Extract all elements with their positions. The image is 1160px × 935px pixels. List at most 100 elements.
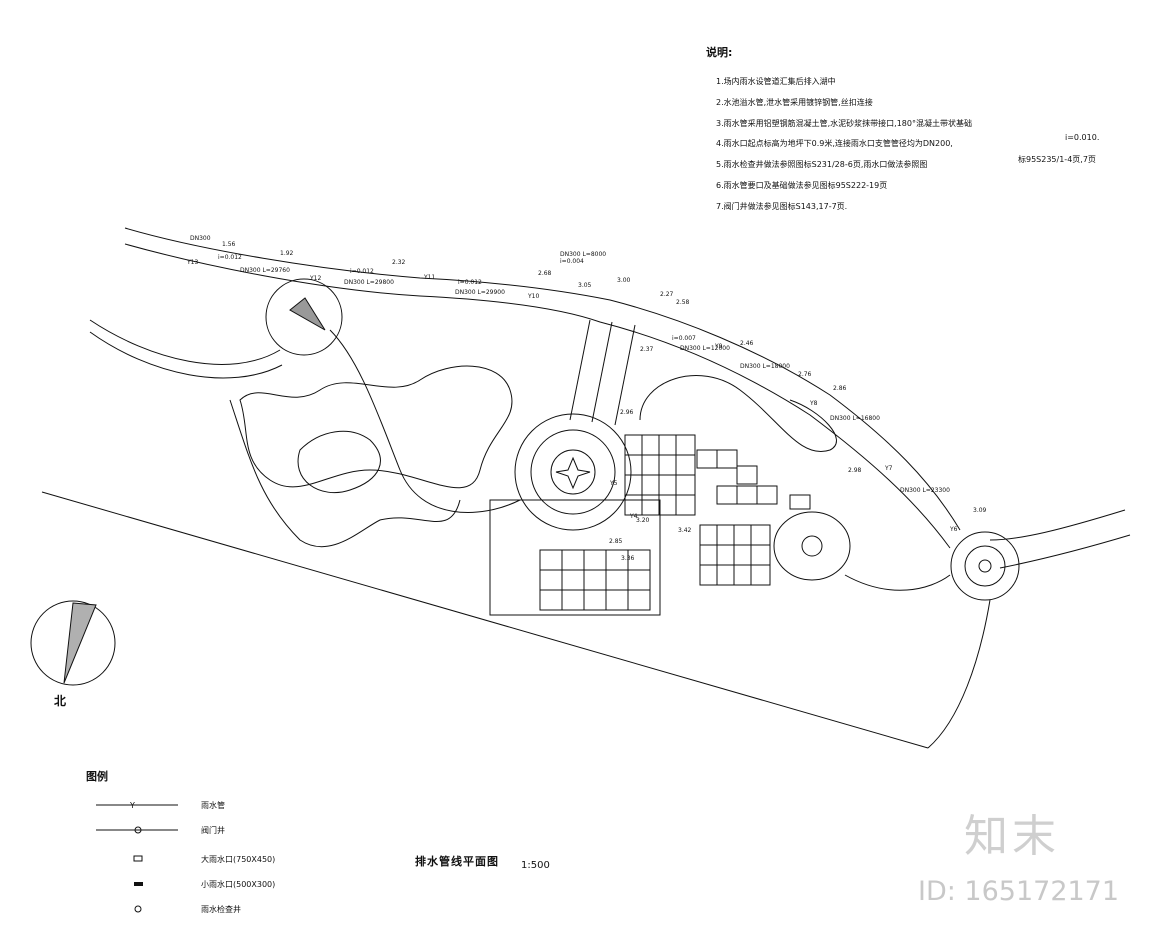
- elev-label: 3.05: [578, 282, 592, 289]
- well-label: Y9: [714, 343, 723, 350]
- legend-label-manhole: 雨水检查井: [201, 905, 241, 914]
- legend-label-large-inlet: 大雨水口(750X450): [201, 855, 276, 864]
- legend-small-inlet: [134, 882, 143, 886]
- well-label: Y10: [527, 293, 539, 300]
- central-plaza-mid: [530, 429, 616, 515]
- legend-large-inlet: [133, 855, 143, 862]
- elev-label: 2.76: [798, 371, 812, 378]
- well-label: Y6: [949, 526, 958, 533]
- well-label: Y4: [629, 513, 638, 520]
- segment-label: DN300 L=23300: [900, 487, 950, 494]
- elev-label: 2.32: [392, 259, 406, 266]
- boardwalk-mid: [591, 321, 613, 423]
- note-item: 1.场内雨水设管道汇集后排入湖中: [716, 77, 836, 86]
- elev-label: 2.98: [848, 467, 862, 474]
- well-label: Y7: [884, 465, 893, 472]
- elev-label: 3.42: [678, 527, 692, 534]
- segment-label: i=0.012: [218, 254, 242, 261]
- note-item: 3.雨水管采用铝塑钢筋混凝土管,水泥砂浆抹带接口,180°混凝土带状基础: [716, 118, 972, 128]
- well-label: Y13: [186, 259, 198, 266]
- elev-label: 2.68: [538, 270, 552, 277]
- elev-label: 3.09: [973, 507, 987, 514]
- well-label: Y5: [609, 480, 618, 487]
- east-plaza: [773, 511, 851, 581]
- segment-label: DN300 L=29900: [455, 289, 505, 296]
- east-fountain: [801, 535, 823, 557]
- notes-title: 说明:: [706, 46, 733, 59]
- legend-valve-symbol: [134, 826, 142, 834]
- planter-block: [736, 465, 758, 485]
- south-grid: [540, 550, 650, 610]
- segment-label: i=0.012: [350, 268, 374, 275]
- planter-block: [756, 485, 778, 505]
- segment-label: DN300 L=29800: [344, 279, 394, 286]
- segment-label: DN300 L=18000: [740, 363, 790, 370]
- path-loop: [229, 399, 461, 548]
- site-boundary: [41, 491, 929, 749]
- segment-label: DN300 L=8000: [560, 251, 606, 258]
- well-label: Y8: [809, 400, 818, 407]
- watermark-id: ID: 165172171: [918, 876, 1120, 907]
- central-plaza-inner: [550, 449, 596, 495]
- road-edge-far: [989, 509, 1126, 541]
- elev-label: 2.86: [833, 385, 847, 392]
- segment-label: i=0.007: [672, 335, 696, 342]
- east-grid: [700, 525, 770, 585]
- note-item: 5.雨水检查井做法参照图标S231/28-6页,雨水口做法参照图: [716, 160, 928, 170]
- elev-label: 2.85: [609, 538, 623, 545]
- elev-label: 2.37: [640, 346, 654, 353]
- slope-note: i=0.010.: [1065, 133, 1100, 142]
- segment-label: DN300 L=29760: [240, 267, 290, 274]
- segment-label: DN300 L=12000: [680, 345, 730, 352]
- elev-label: 3.36: [621, 555, 635, 562]
- planter-block: [716, 449, 738, 469]
- west-plaza-fill: [289, 297, 326, 331]
- planter-block: [696, 449, 718, 469]
- site-boundary-right: [927, 599, 991, 749]
- south-square-inner: [539, 549, 651, 611]
- pond-inner: [297, 430, 381, 494]
- east-pavilion: [950, 531, 1020, 601]
- elev-label: 3.20: [636, 517, 650, 524]
- note-item: 4.雨水口起点标高为地坪下0.9米,连接雨水口支管管径均为DN200,: [716, 139, 953, 149]
- note-item: 7.阀门井做法参见图标S143,17-7页.: [716, 201, 848, 211]
- winding-path-2: [89, 331, 283, 379]
- planter-block: [789, 494, 811, 510]
- path-to-center: [329, 329, 521, 513]
- notes-list: 1.场内雨水设管道汇集后排入湖中 2.水池溢水管,泄水管采用镀锌钢管,丝扣连接 …: [716, 72, 972, 218]
- ne-loop: [639, 375, 837, 452]
- mid-grid: [625, 435, 695, 515]
- boardwalk-west: [569, 319, 591, 421]
- west-plaza: [265, 278, 343, 356]
- east-path: [844, 574, 951, 591]
- well-label: Y12: [309, 275, 321, 282]
- watermark-logo: 知末: [964, 811, 1060, 862]
- east-pavilion-inner: [964, 545, 1006, 587]
- elev-label: 2.58: [676, 299, 690, 306]
- segment-label: DN300 L=16800: [830, 415, 880, 422]
- note-item: 6.雨水管要口及基础做法参见图标95S222-19页: [716, 180, 888, 190]
- elev-label: 1.56: [222, 241, 236, 248]
- elev-label: 2.27: [660, 291, 674, 298]
- winding-path-1: [89, 319, 281, 365]
- well-label: Y11: [423, 274, 435, 281]
- north-arrow-fill: [63, 602, 97, 684]
- road-edge-upper: [124, 227, 961, 531]
- planter-block: [716, 485, 738, 505]
- legend-label-rainpipe: 雨水管: [201, 801, 225, 810]
- elev-label: 2.96: [620, 409, 634, 416]
- segment-label: i=0.012: [458, 279, 482, 286]
- elev-label: 2.46: [740, 340, 754, 347]
- standard-ref: 标95S235/1-4页,7页: [1018, 155, 1096, 164]
- note-item: 2.水池溢水管,泄水管采用镀锌钢管,丝扣连接: [716, 97, 873, 107]
- central-plaza-outer: [514, 413, 632, 531]
- legend-title: 图例: [86, 770, 108, 783]
- segment-label: i=0.004: [560, 258, 584, 265]
- elev-label: 1.92: [280, 250, 294, 257]
- pond-outline: [239, 365, 513, 489]
- legend-label-small-inlet: 小雨水口(500X300): [201, 880, 276, 889]
- road-edge-lower: [124, 243, 951, 549]
- elev-label: 3.00: [617, 277, 631, 284]
- boardwalk-east: [614, 324, 636, 426]
